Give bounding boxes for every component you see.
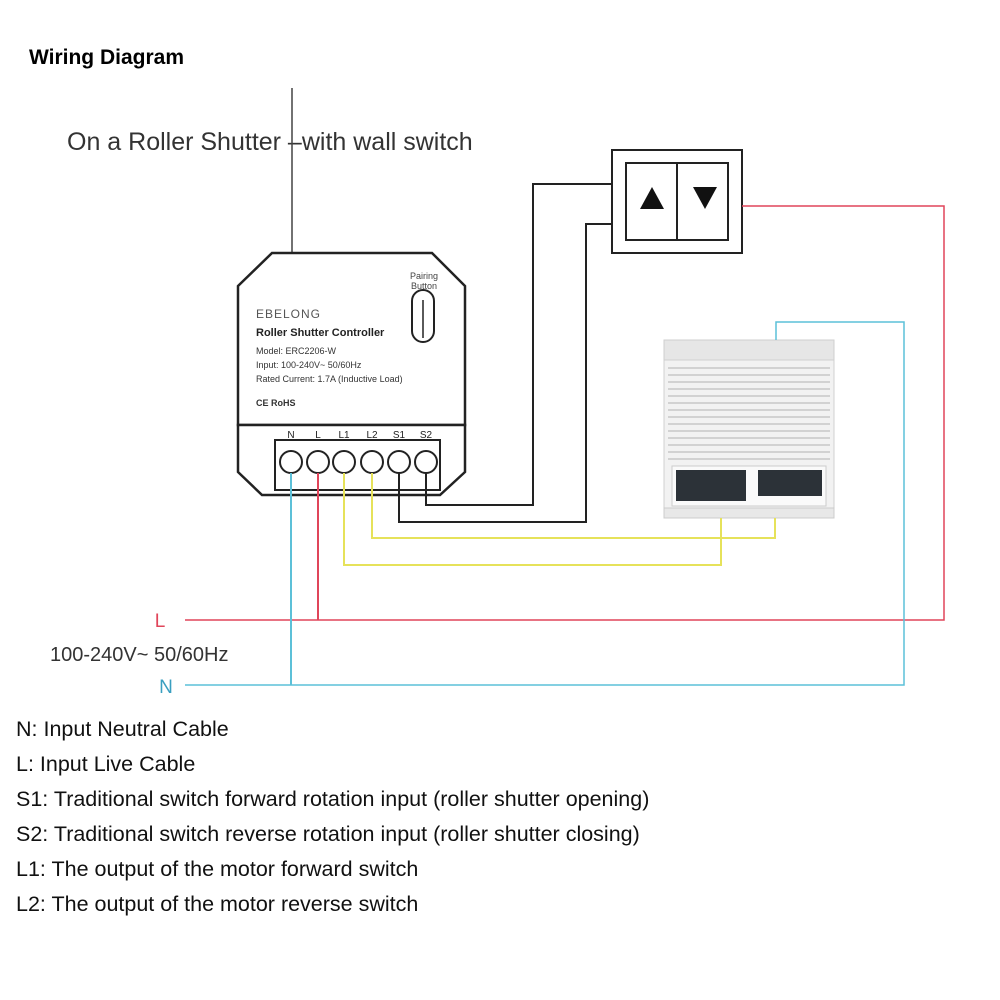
device-name: Roller Shutter Controller — [256, 327, 385, 339]
terminal-s2-screw — [414, 450, 438, 474]
device-input: Input: 100-240V~ 50/60Hz — [256, 360, 362, 370]
button-label: Button — [411, 281, 437, 291]
device-model: Model: ERC2206-W — [256, 346, 337, 356]
legend-item-s1: S1: Traditional switch forward rotation … — [16, 787, 650, 811]
terminal-label-l1: L1 — [338, 430, 350, 441]
motor-wire-l1 — [343, 473, 722, 566]
terminal-l2-screw — [360, 450, 384, 474]
device-rated-current: Rated Current: 1.7A (Inductive Load) — [256, 374, 403, 384]
terminal-n-screw — [279, 450, 303, 474]
diagram-subtitle: On a Roller Shutter –with wall switch — [67, 128, 473, 156]
terminal-label-s1: S1 — [393, 430, 406, 441]
neutral-wire — [185, 321, 905, 686]
legend-item-n: N: Input Neutral Cable — [16, 717, 229, 741]
legend-item-l1: L1: The output of the motor forward swit… — [16, 857, 419, 881]
legend-item-s2: S2: Traditional switch reverse rotation … — [16, 822, 640, 846]
roller-shutter — [663, 339, 835, 519]
terminal-label-l: L — [315, 430, 321, 441]
terminal-label-s2: S2 — [420, 430, 433, 441]
motor-wire-l2 — [371, 473, 776, 539]
legend: N: Input Neutral Cable L: Input Live Cab… — [16, 712, 649, 922]
switch-wire-s1 — [398, 223, 612, 523]
terminal-label-l2: L2 — [366, 430, 378, 441]
terminal-s1-screw — [387, 450, 411, 474]
terminal-label-n: N — [287, 430, 294, 441]
page-title: Wiring Diagram — [29, 46, 184, 69]
neutral-label: N — [159, 677, 173, 698]
down-arrow-icon — [693, 187, 717, 209]
switch-wire-s2 — [425, 183, 612, 506]
pairing-button — [411, 289, 435, 343]
supply-voltage: 100-240V~ 50/60Hz — [50, 644, 228, 666]
legend-item-l2: L2: The output of the motor reverse swit… — [16, 892, 419, 916]
live-label: L — [155, 611, 166, 632]
terminal-l1-screw — [332, 450, 356, 474]
wall-switch — [611, 149, 743, 254]
live-wire — [185, 205, 945, 621]
brand-logo: EBELONG — [256, 307, 321, 321]
legend-item-l: L: Input Live Cable — [16, 752, 196, 776]
terminal-l-screw — [306, 450, 330, 474]
pairing-label: Pairing — [410, 271, 438, 281]
up-arrow-icon — [640, 187, 664, 209]
controller-module: Pairing Button EBELONG Roller Shutter Co… — [236, 251, 467, 497]
cert-marks: CE RoHS — [256, 398, 296, 408]
